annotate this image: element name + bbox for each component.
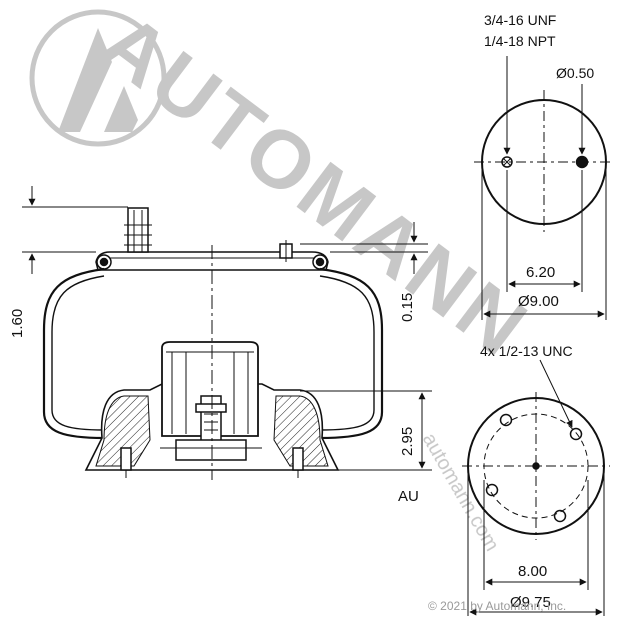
thread-label-1: 3/4-16 UNF <box>484 12 556 28</box>
bolt-hole-2 <box>569 427 583 441</box>
side-view <box>22 186 432 480</box>
stud-spacing-label: 6.20 <box>526 264 555 281</box>
center-bolt <box>195 395 227 443</box>
thread-label-2: 1/4-18 NPT <box>484 33 556 49</box>
watermark-brand: AUTOMANN <box>84 0 545 376</box>
dim-plate-thickness <box>300 222 428 274</box>
bolt-label: 4x 1/2-13 UNC <box>480 343 573 359</box>
bolt-hole-4 <box>553 509 567 523</box>
watermark-url: automann.com <box>418 430 503 556</box>
dim-stud-height <box>22 186 128 274</box>
left-bottom-stud <box>120 447 132 471</box>
air-fitting <box>279 240 293 262</box>
piston-dia-label: Ø9.75 <box>510 594 551 611</box>
top-view <box>474 56 614 320</box>
piston-height-label: 2.95 <box>399 427 416 456</box>
hole-dia-label: Ø0.50 <box>556 65 594 81</box>
threaded-port-icon <box>501 156 513 168</box>
mounting-stud <box>124 207 152 253</box>
right-bottom-stud <box>292 447 304 471</box>
automann-logo <box>29 9 167 147</box>
suffix-label: AU <box>398 488 419 505</box>
base-plate <box>175 439 247 461</box>
right-piston-hatch <box>273 395 329 467</box>
bolt-hole-1 <box>499 413 513 427</box>
dim-piston-height <box>300 390 432 471</box>
top-bead-plate <box>95 251 329 271</box>
copyright-text: © 2021 by Automann, Inc. <box>428 599 566 613</box>
stud-height-label: 1.60 <box>9 309 26 338</box>
bottom-view <box>462 359 610 616</box>
inner-bumper <box>161 341 259 437</box>
bolt-circle-label: 8.00 <box>518 563 547 580</box>
bolt-hole-3 <box>485 483 499 497</box>
plate-thickness-label: 0.15 <box>399 293 416 322</box>
mounting-hole-icon <box>575 155 589 169</box>
left-piston-hatch <box>95 395 151 467</box>
plate-dia-label: Ø9.00 <box>518 293 559 310</box>
